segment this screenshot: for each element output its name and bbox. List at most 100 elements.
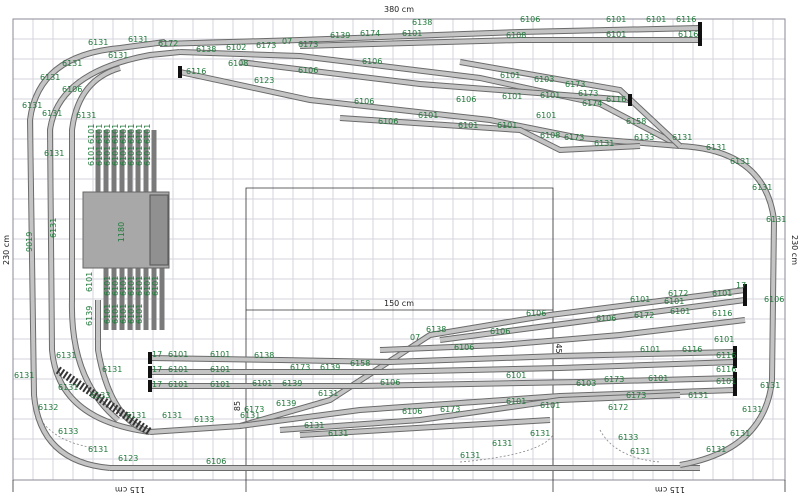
track-label: 6101 bbox=[640, 345, 660, 354]
track-top-2-fill bbox=[299, 38, 700, 48]
track-label: 6108 bbox=[506, 31, 526, 40]
track-label: 17 bbox=[736, 281, 746, 290]
track-label: 6131 bbox=[688, 391, 708, 400]
track-yard-1-fill bbox=[149, 288, 746, 434]
track-label: 6101 bbox=[127, 304, 136, 324]
track-label: 6131 bbox=[42, 109, 62, 118]
track-diag-4-fill bbox=[339, 116, 641, 153]
track-label: 6131 bbox=[760, 381, 780, 390]
track-label: 6102 bbox=[226, 43, 246, 52]
turntable-stalls bbox=[95, 130, 165, 330]
track-label: 6131 bbox=[594, 139, 614, 148]
track-label: 07 bbox=[410, 333, 420, 342]
track-label: 6101 bbox=[630, 295, 650, 304]
track-label: 6101 bbox=[418, 111, 438, 120]
track-label: 6123 bbox=[118, 454, 138, 463]
grid bbox=[12, 19, 785, 480]
track-yard-6-fill bbox=[150, 376, 736, 388]
track-label: 6101 bbox=[119, 124, 128, 144]
track-label: 6101 bbox=[103, 146, 112, 166]
track-label: 6108 bbox=[540, 131, 560, 140]
track-label: 6131 bbox=[530, 429, 550, 438]
track-label: 6103 bbox=[534, 75, 554, 84]
track-label: 07 bbox=[282, 37, 292, 46]
track-label: 6116 bbox=[716, 351, 736, 360]
track-label: 6133 bbox=[634, 133, 654, 142]
track-label: 6131 bbox=[460, 451, 480, 460]
inner-dimension: 150 cm bbox=[384, 299, 414, 308]
track-label: 6101 bbox=[111, 124, 120, 144]
track-label: 6101 bbox=[606, 15, 626, 24]
track-label: 9019 bbox=[25, 232, 34, 252]
track-label: 6131 bbox=[56, 351, 76, 360]
track-label: 6123 bbox=[254, 76, 274, 85]
hidden-curve bbox=[599, 429, 661, 463]
track-label: 6101 bbox=[111, 146, 120, 166]
track-label: 6101 bbox=[87, 124, 96, 144]
track-label: 17 bbox=[152, 350, 162, 359]
track-diag-1-fill bbox=[179, 50, 681, 148]
track-label: 6116 bbox=[606, 95, 626, 104]
track-label: 6158 bbox=[350, 359, 370, 368]
track-label: 6101 bbox=[458, 121, 478, 130]
board-outline bbox=[12, 18, 786, 481]
track-label: 6131 bbox=[76, 111, 96, 120]
track-label: 6101 bbox=[103, 304, 112, 324]
track-label: 6106 bbox=[380, 378, 400, 387]
track-label: 6101 bbox=[111, 276, 120, 296]
track-yard-4-fill bbox=[149, 350, 736, 365]
track-label: 6133 bbox=[90, 391, 110, 400]
track-label: 6101 bbox=[135, 304, 144, 324]
track-label: 6172 bbox=[158, 39, 178, 48]
track-yard-7-fill bbox=[239, 388, 736, 428]
track-label: 6173 bbox=[440, 405, 460, 414]
track-diag-3-fill bbox=[239, 60, 631, 102]
track-label: 6101 bbox=[119, 146, 128, 166]
track-label: 6101 bbox=[648, 374, 668, 383]
track-label: 6131 bbox=[766, 215, 786, 224]
track-label: 6139 bbox=[330, 31, 350, 40]
track-label: 6101 bbox=[402, 29, 422, 38]
track-label: 6106 bbox=[490, 327, 510, 336]
track-label: 6173 bbox=[290, 363, 310, 372]
track-label: 6106 bbox=[362, 57, 382, 66]
track-label: 6101 bbox=[506, 397, 526, 406]
track-label: 17 bbox=[152, 380, 162, 389]
track-label: 6131 bbox=[162, 411, 182, 420]
track-label: 6173 bbox=[564, 133, 584, 142]
track-label: 6131 bbox=[14, 371, 34, 380]
track-label: 6131 bbox=[88, 445, 108, 454]
track-label: 6101 bbox=[135, 124, 144, 144]
track-left-branch-fill bbox=[69, 225, 120, 422]
track-label: 6139 bbox=[276, 399, 296, 408]
track-label: 6101 bbox=[646, 15, 666, 24]
track-label: 6106 bbox=[378, 117, 398, 126]
track-label: 6106 bbox=[402, 407, 422, 416]
track-label: 6131 bbox=[22, 101, 42, 110]
track-label: 6116 bbox=[682, 345, 702, 354]
track-yard-8-fill bbox=[279, 393, 681, 432]
track-label: 6139 bbox=[320, 363, 340, 372]
track-label: 6101 bbox=[506, 371, 526, 380]
track-inner-left-fill bbox=[47, 50, 181, 434]
track-label: 6131 bbox=[304, 421, 324, 430]
track-label: 6101 bbox=[151, 276, 160, 296]
track-label: 6101 bbox=[252, 379, 272, 388]
track-yard-3-fill bbox=[379, 318, 746, 352]
track-label: 6133 bbox=[58, 427, 78, 436]
track-label: 6101 bbox=[143, 124, 152, 144]
small-vertical-dimension: 145 bbox=[554, 338, 563, 353]
track-label: 6106 bbox=[298, 66, 318, 75]
track-label: 6101 bbox=[143, 276, 152, 296]
track-label: 6173 bbox=[256, 41, 276, 50]
track-label: 17 bbox=[152, 365, 162, 374]
track-label: 6173 bbox=[578, 89, 598, 98]
track-label: 6101 bbox=[670, 307, 690, 316]
track-yard-9-fill bbox=[299, 418, 551, 437]
track-label: 6131 bbox=[49, 218, 58, 238]
track-label: 6138 bbox=[254, 351, 274, 360]
track-label: 6101 bbox=[168, 380, 188, 389]
track-label: 6174 bbox=[582, 99, 602, 108]
track-top-1-fill bbox=[159, 26, 701, 46]
